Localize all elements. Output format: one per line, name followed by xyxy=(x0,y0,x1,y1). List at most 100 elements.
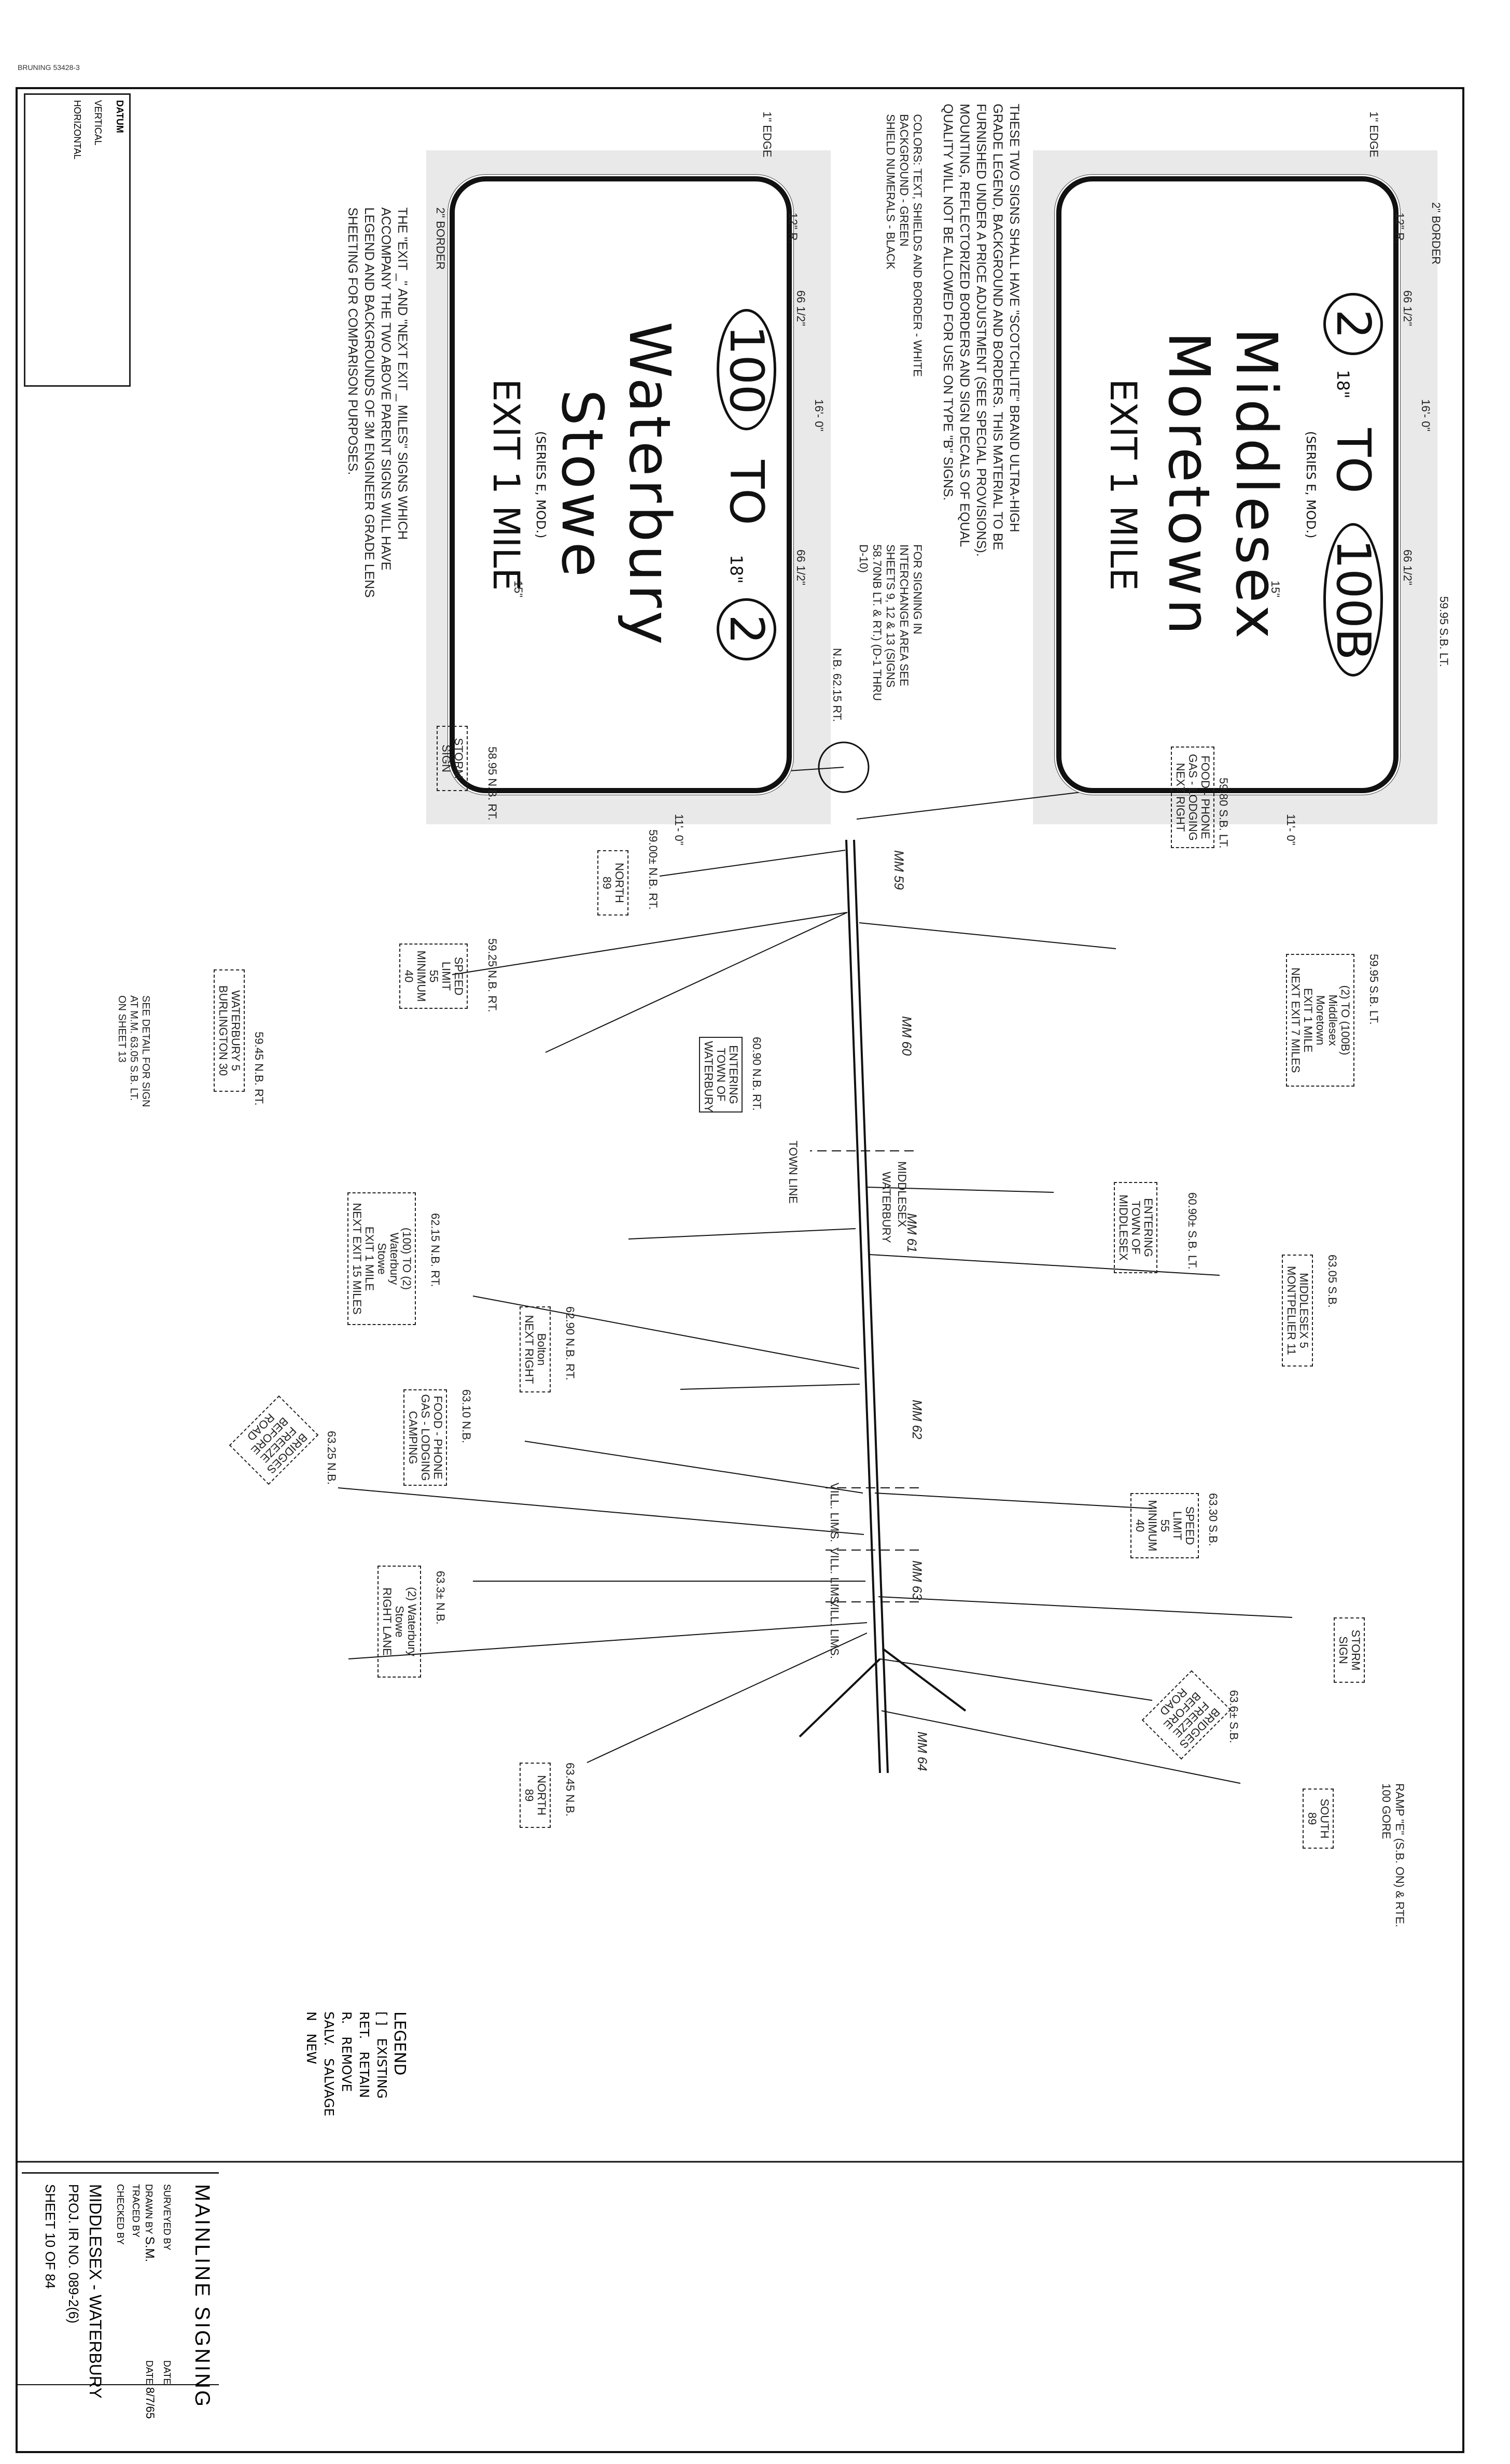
legend-title: LEGEND xyxy=(390,2011,409,2076)
sheet-of: OF xyxy=(43,2251,58,2270)
milepost-64: MM 64 xyxy=(915,1731,929,1771)
sheet-label: SHEET xyxy=(43,2184,58,2229)
date-value: 8/7/65 xyxy=(144,2387,157,2419)
sb-station: 59.80 S.B. LT. xyxy=(1217,778,1230,849)
sb-sign-food: FOOD - PHONE GAS - LODGING NEXT RIGHT xyxy=(1171,747,1214,848)
mainline-road-2 xyxy=(845,839,881,1773)
sb-sign-entering: ENTERING TOWN OF MIDDLESEX xyxy=(1114,1182,1157,1273)
nb-sign-food: FOOD - PHONE GAS - LODGING CAMPING xyxy=(403,1389,447,1486)
destination-2: Stowe xyxy=(549,389,616,580)
project-prefix: IR xyxy=(66,2227,81,2241)
nb-station: 59.00± N.B. RT. xyxy=(647,829,660,910)
vill-lims-label: VILL. LIMS. xyxy=(828,1547,841,1607)
colors-note: COLORS: TEXT, SHIELDS AND BORDER - WHITE… xyxy=(884,114,924,377)
datum-box: DATUM VERTICAL HORIZONTAL xyxy=(24,93,131,387)
leader xyxy=(878,1596,1293,1618)
guide-sign-a: 2 18" TO 100B (SERIES E, MOD.) Middlesex… xyxy=(1056,176,1399,793)
ramp-road-2 xyxy=(882,1648,967,1712)
checked-by-label: CHECKED BY xyxy=(115,2184,125,2245)
us-route-shield: 2 xyxy=(1323,293,1383,355)
nb-sign-north-89: NORTH 89 xyxy=(597,850,628,916)
title-block: MAINLINE SIGNING SURVEYED BY DRAWN BY S.… xyxy=(22,2172,219,2448)
nb-station: 63.25 N.B. xyxy=(325,1431,338,1485)
town-line-label: TOWN LINE xyxy=(787,1141,800,1204)
drawn-by-label: DRAWN BY xyxy=(144,2184,154,2234)
dim-height: 11'- 0" xyxy=(673,814,686,846)
sheet-title: MAINLINE SIGNING xyxy=(191,2184,214,2409)
station-label: N.B. 62.15 RT. xyxy=(831,648,844,722)
leader xyxy=(879,1658,1153,1701)
us-route-shield: 2 xyxy=(717,598,776,660)
sb-station: 63.6± S.B. xyxy=(1227,1690,1240,1743)
dim-height: 11'- 0" xyxy=(1284,814,1297,846)
nb-station: 63.10 N.B. xyxy=(460,1389,473,1443)
leader xyxy=(881,1710,1241,1784)
leader xyxy=(524,1441,863,1494)
leader xyxy=(859,922,1116,949)
leader xyxy=(659,850,846,877)
sb-station: 63.05 S.B. xyxy=(1326,1255,1339,1308)
nb-station: 60.90 N.B. RT. xyxy=(750,1037,763,1111)
vill-lims-label: VILL. LIMS. xyxy=(828,1483,841,1542)
destination-2: Moretown xyxy=(1156,331,1222,638)
sign-to: TO xyxy=(719,460,774,526)
nb-station: 62.15 N.B. RT. xyxy=(429,1213,442,1287)
leader xyxy=(338,1487,864,1535)
general-note: THESE TWO SIGNS SHALL HAVE "SCOTCHLITE" … xyxy=(941,104,1022,557)
drawn-by-value: S.M. xyxy=(143,2236,157,2262)
datum-vertical: VERTICAL xyxy=(93,100,103,146)
brand-stamp: BRUNING 53428-3 xyxy=(18,63,80,72)
leader xyxy=(545,912,848,1053)
legend-existing: [ ] EXISTING xyxy=(374,2011,389,2099)
destination-1: Waterbury xyxy=(617,321,683,648)
milepost-60: MM 60 xyxy=(899,1016,914,1056)
guide-sign-b: 100 TO 18" 2 Waterbury Stowe (SERIES E, … xyxy=(450,176,792,793)
ramp-road xyxy=(799,1658,881,1738)
sb-sign-storm: STORM SIGN xyxy=(1334,1617,1365,1683)
dim-width: 16'- 0" xyxy=(813,399,826,432)
interchange-note: FOR SIGNING IN INTERCHANGE AREA SEE SHEE… xyxy=(857,544,924,701)
border-label: 2" BORDER xyxy=(434,207,447,270)
surveyed-by-label: SURVEYED BY xyxy=(162,2184,172,2250)
datum-title: DATUM xyxy=(115,100,125,133)
leader xyxy=(874,1493,1153,1509)
destination-1: Middlesex xyxy=(1223,328,1290,642)
middlesex-label: MIDDLESEX xyxy=(896,1161,908,1228)
nb-station: 63.3± N.B. xyxy=(434,1571,447,1625)
legend: LEGEND [ ] EXISTING RET. RETAIN R. REMOV… xyxy=(302,2011,409,2117)
milepost-59: MM 59 xyxy=(891,850,906,890)
nb-sign-right-lane: (2) Waterbury Stowe RIGHT LANE xyxy=(378,1566,421,1678)
nb-sign-north-89: NORTH 89 xyxy=(520,1763,551,1828)
legend-salvage: SALV. SALVAGE xyxy=(321,2011,337,2117)
sb-sign-speed: SPEED LIMIT 55 MINIMUM 40 xyxy=(1130,1493,1199,1558)
interchange-circle xyxy=(818,741,870,793)
series-label: (SERIES E, MOD.) xyxy=(1304,431,1318,539)
leader xyxy=(856,787,1116,820)
datum-horizontal: HORIZONTAL xyxy=(72,100,82,160)
project-no-label: NO. xyxy=(66,2245,81,2269)
waterbury-label: WATERBURY xyxy=(880,1172,893,1243)
dim-half: 66 1/2" xyxy=(794,550,807,585)
leader xyxy=(472,1296,860,1369)
leader xyxy=(680,1384,860,1390)
vill-lims-label: VILL. LIMS. xyxy=(828,1599,841,1659)
legend-remove: R. REMOVE xyxy=(339,2011,354,2092)
dim-half: 66 1/2" xyxy=(794,290,807,326)
series-label: (SERIES E, MOD.) xyxy=(534,431,548,539)
state-route-shield: 100 xyxy=(717,309,776,431)
nb-station: 59.25 N.B. RT. xyxy=(486,938,499,1012)
sheet-border xyxy=(16,87,1464,2453)
border-label: 2" BORDER xyxy=(1430,202,1443,265)
sheet-total: 84 xyxy=(43,2273,58,2289)
sign-to: TO xyxy=(1326,428,1380,494)
leader xyxy=(869,1254,1220,1276)
milepost-62: MM 62 xyxy=(910,1400,924,1440)
nb-sign-waterbury: (100) TO (2) Waterbury Stowe EXIT 1 MILE… xyxy=(347,1192,416,1325)
leader xyxy=(866,1187,1054,1193)
project-label: PROJ. xyxy=(66,2184,81,2224)
leader xyxy=(348,1622,868,1659)
edge-label: 1" EDGE xyxy=(1367,111,1380,158)
leader xyxy=(452,912,848,975)
